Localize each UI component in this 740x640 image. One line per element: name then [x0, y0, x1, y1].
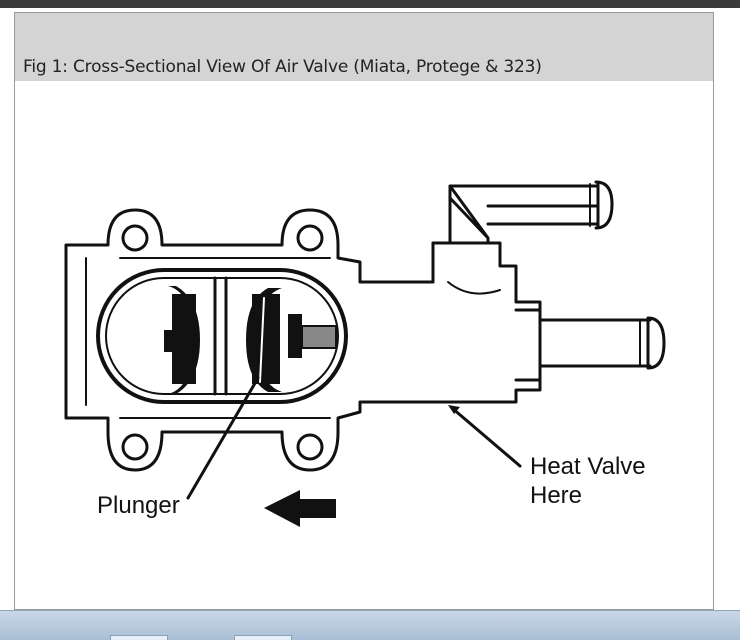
plunger-rod-shaded — [301, 325, 337, 349]
plunger-leader-line — [186, 376, 260, 500]
taskbar-button-2[interactable] — [234, 635, 292, 640]
bolt-hole-bottom-left — [121, 433, 149, 461]
valve-cavity-outer — [96, 268, 348, 404]
valve-body-outline — [64, 208, 542, 472]
taskbar-button-1[interactable] — [110, 635, 168, 640]
heat-valve-arrowhead — [448, 405, 460, 414]
heat-valve-label-line1: Heat Valve — [530, 453, 646, 480]
caption-bar: Fig 1: Cross-Sectional View Of Air Valve… — [15, 13, 713, 81]
left-stem — [164, 330, 176, 352]
upper-housing — [431, 184, 600, 284]
bolt-hole-bottom-right — [296, 433, 324, 461]
heat-valve-leader-line — [450, 406, 522, 468]
side-pipe — [538, 318, 652, 368]
side-pipe-seat — [514, 308, 542, 382]
heat-valve-label-line2: Here — [530, 482, 583, 509]
housing-curve — [447, 281, 501, 295]
bolt-hole-top-right — [296, 224, 324, 252]
heat-valve-label: Heat Valve Here — [530, 452, 646, 510]
plunger-slit — [259, 297, 265, 383]
figure-caption: Fig 1: Cross-Sectional View Of Air Valve… — [23, 57, 542, 77]
bolt-hole-top-left — [121, 224, 149, 252]
valve-body-inner-line — [85, 257, 331, 419]
figure-panel: Fig 1: Cross-Sectional View Of Air Valve… — [14, 12, 714, 610]
air-valve-diagram — [64, 180, 666, 527]
valve-cavity-inner — [105, 277, 339, 395]
plunger-block — [252, 294, 280, 384]
upper-pipe-end — [594, 180, 614, 230]
upper-pipe — [486, 182, 600, 228]
side-pipe-end — [646, 316, 666, 370]
plunger-label: Plunger — [97, 492, 180, 519]
taskbar — [0, 610, 740, 640]
window-top-strip — [0, 0, 740, 8]
direction-arrow-icon — [264, 490, 336, 527]
plunger-stem-dark — [288, 314, 302, 358]
